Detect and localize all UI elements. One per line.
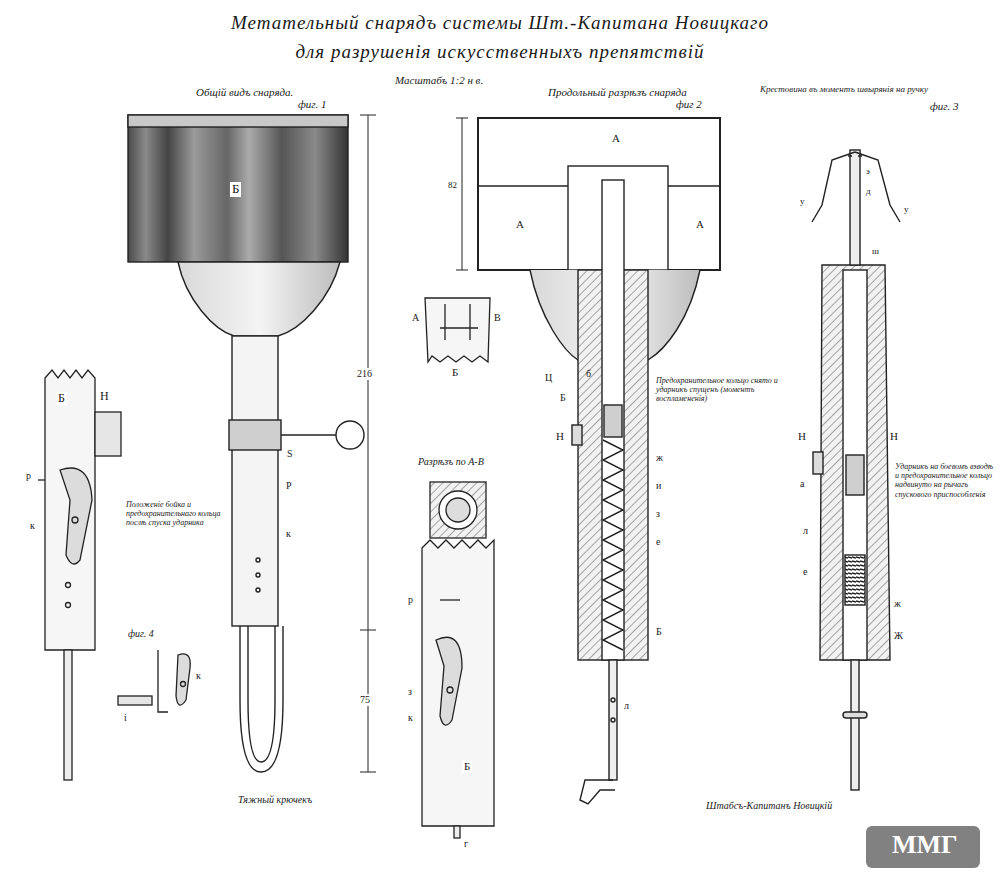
callout-letter: э (866, 166, 870, 176)
callout-letter: з (656, 508, 660, 520)
callout-letter: у (800, 196, 805, 206)
figure-caption: Общій видъ снаряда. (196, 86, 293, 99)
callout-letter: Н (556, 430, 564, 443)
callout-letter: Р (286, 480, 292, 492)
callout-letter: е (656, 536, 660, 548)
scale-note: Масштабъ 1:2 н в. (395, 74, 483, 87)
callout-letter: Н (798, 430, 806, 443)
callout-letter: Б (56, 392, 67, 406)
callout-letter: л (624, 700, 629, 712)
callout-note: Предохранительное кольцо снято и ударник… (656, 376, 784, 404)
watermark-badge (866, 826, 980, 868)
figure-number: фиг. 4 (128, 628, 154, 640)
callout-letter: к (286, 528, 291, 540)
drawing-title: Метательный снарядъ системы Шт.-Капитана… (230, 8, 770, 67)
dimension: 75 (358, 694, 372, 706)
fig1-view (128, 115, 376, 772)
callout-letter: i (124, 712, 127, 724)
watermark: ММГ (892, 830, 958, 860)
callout-letter: а (800, 478, 804, 490)
fig3-section (812, 150, 900, 790)
callout-letter: к (408, 712, 413, 724)
callout-letter: Н (890, 430, 898, 443)
figure-number: фиг. 1 (298, 98, 326, 111)
dimension: 82 (446, 180, 459, 190)
callout-note: Ударникъ на боевомъ взводѣ и предохранит… (895, 462, 995, 499)
callout-letter: Н (100, 390, 109, 404)
fig2-section (456, 118, 720, 804)
callout-letter: ш (872, 246, 879, 256)
callout-letter: Б (462, 760, 472, 773)
trigger-detail (38, 370, 190, 780)
callout-letter: з (408, 686, 412, 698)
callout-letter: ж (656, 452, 663, 464)
section-detail (422, 298, 494, 838)
callout-letter: б (586, 368, 591, 380)
callout-letter: Б (452, 366, 458, 379)
section-caption: Разрѣзъ по А-В (418, 456, 484, 468)
callout-letter: к (196, 670, 201, 682)
figure-number: фиг 2 (676, 98, 702, 111)
callout-letter: S (287, 448, 293, 460)
callout-letter: р (26, 470, 31, 482)
callout-letter: г (464, 838, 468, 850)
figure-caption: Крестовина въ моментъ швырянія на ручку (760, 84, 928, 94)
callout-letter: л (803, 525, 808, 537)
callout-letter: В (494, 312, 501, 324)
callout-letter: ж (894, 598, 901, 610)
dimension: 216 (355, 368, 374, 380)
callout-note: Тяжный крючекъ (238, 794, 312, 806)
callout-letter: и (656, 480, 661, 492)
callout-letter: А (516, 218, 524, 231)
callout-letter: у (904, 204, 909, 214)
callout-letter: Ц (545, 372, 552, 384)
callout-letter: А (696, 218, 704, 231)
callout-letter: Б (560, 392, 566, 404)
signature: Штабсъ-Капитанъ Новицкій (706, 800, 832, 812)
callout-letter: А (412, 312, 419, 324)
callout-letter: А (612, 132, 620, 145)
callout-letter: р (408, 594, 413, 606)
callout-letter: Б (656, 626, 662, 638)
callout-letter: Б (230, 182, 241, 197)
callout-letter: к (30, 520, 35, 532)
figure-caption: Продольный разрѣзъ снаряда (548, 86, 687, 99)
figure-number: фиг. 3 (930, 100, 958, 113)
callout-note: Положеніе бойка и предохранительнаго кол… (126, 500, 224, 528)
callout-letter: д (866, 186, 871, 196)
callout-letter: е (803, 566, 807, 578)
callout-letter: Ж (894, 630, 903, 642)
